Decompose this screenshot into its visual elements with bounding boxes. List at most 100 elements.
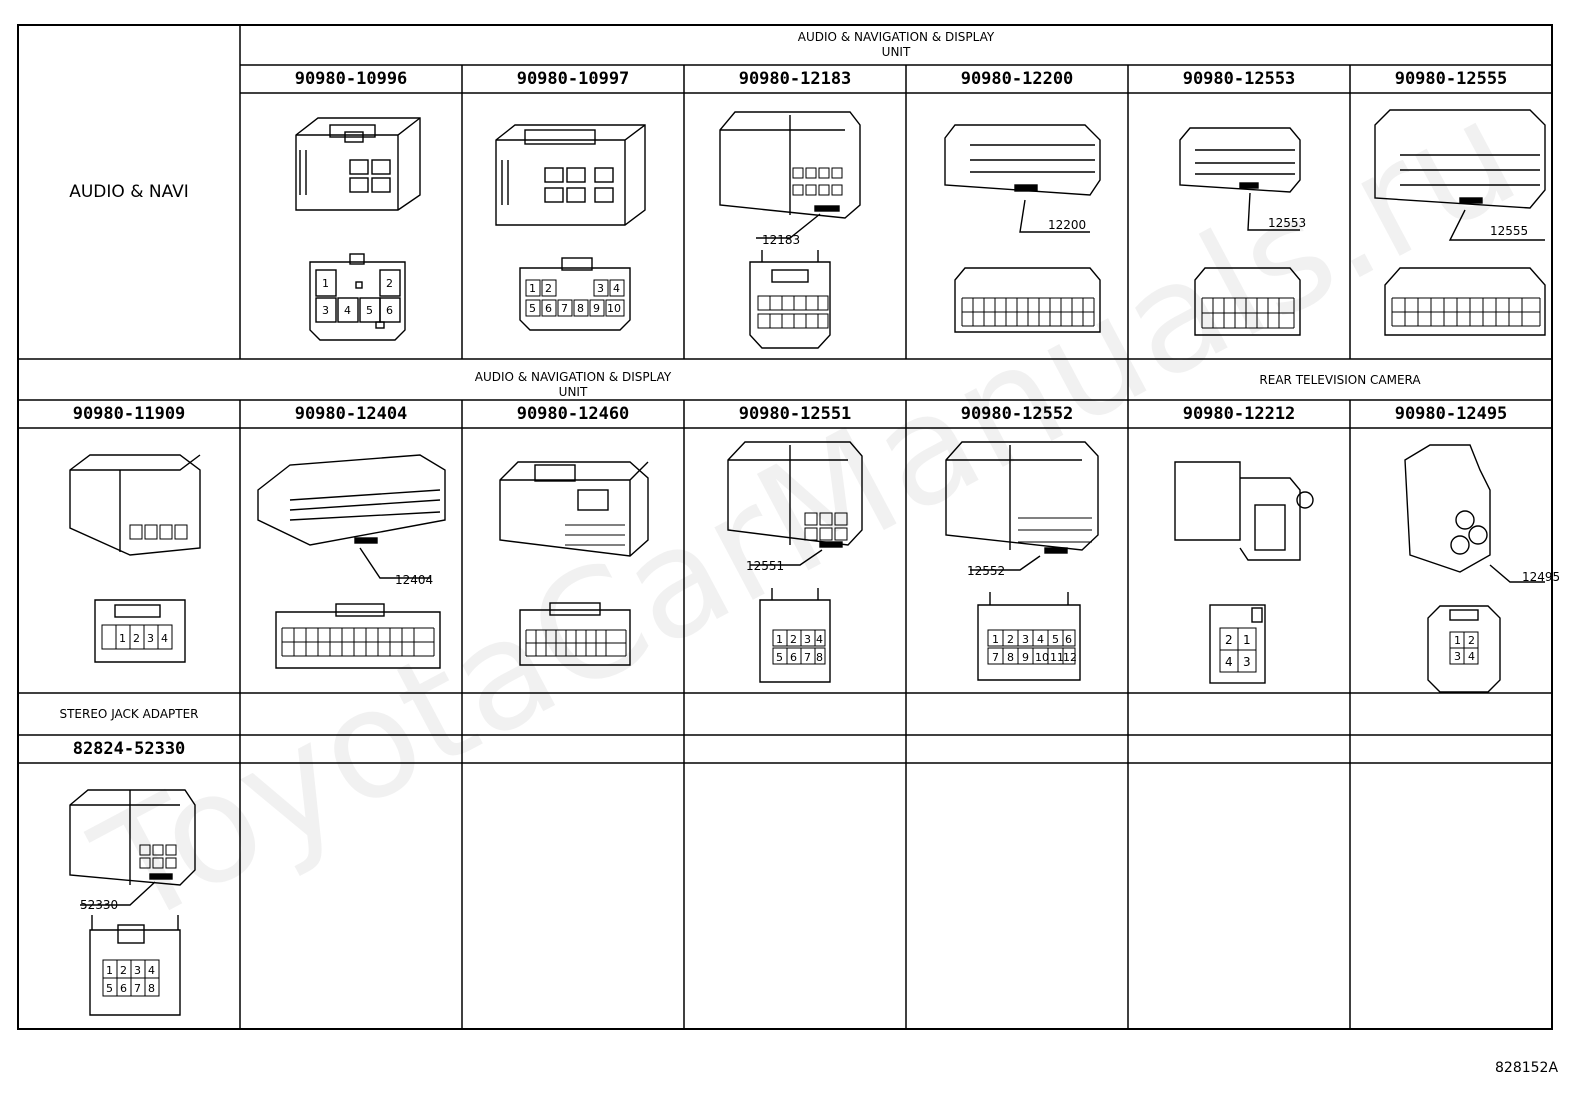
connector-face-drawing: [954, 267, 1101, 333]
callout-label: 12183: [762, 233, 801, 247]
svg-text:1: 1: [776, 633, 783, 646]
callout-label: 12551: [746, 559, 785, 573]
svg-text:4: 4: [1225, 655, 1233, 669]
svg-text:2: 2: [1007, 633, 1014, 646]
connector-iso-drawing: [944, 124, 1101, 233]
svg-text:2: 2: [120, 964, 127, 977]
svg-text:4: 4: [1037, 633, 1044, 646]
svg-text:4: 4: [344, 304, 351, 317]
svg-text:7: 7: [804, 651, 811, 664]
part-number: 90980-12460: [516, 404, 630, 424]
svg-text:8: 8: [1007, 651, 1014, 664]
svg-text:5: 5: [366, 304, 373, 317]
svg-text:2: 2: [133, 632, 140, 645]
svg-text:6: 6: [790, 651, 797, 664]
connector-face-drawing: [1194, 267, 1301, 336]
connector-iso-drawing: [69, 454, 201, 556]
connector-face-drawing: [94, 599, 186, 663]
callout-label: 12404: [395, 573, 434, 587]
connector-face-drawing: [1384, 267, 1546, 336]
connector-face-drawing: [275, 603, 441, 669]
part-number: 90980-12183: [738, 69, 852, 89]
svg-text:10: 10: [1035, 651, 1049, 664]
callout-label: 52330: [80, 898, 119, 912]
row2-group-header-camera: REAR TELEVISION CAMERA: [1259, 372, 1421, 387]
svg-text:5: 5: [106, 982, 113, 995]
svg-text:1: 1: [1243, 633, 1251, 647]
connector-face-drawing: [519, 257, 631, 331]
svg-text:6: 6: [120, 982, 127, 995]
callout-label: 12553: [1268, 216, 1307, 230]
svg-text:4: 4: [816, 633, 823, 646]
part-number: 90980-12553: [1182, 69, 1296, 89]
svg-text:3: 3: [597, 282, 604, 295]
svg-text:2: 2: [545, 282, 552, 295]
svg-text:11: 11: [1050, 651, 1064, 664]
side-label-text: AUDIO & NAVI: [69, 182, 189, 202]
svg-text:1: 1: [529, 282, 536, 295]
connector-face-drawing: [1427, 605, 1501, 693]
svg-text:6: 6: [1065, 633, 1072, 646]
connector-iso-drawing: [495, 124, 646, 226]
svg-text:8: 8: [577, 302, 584, 315]
svg-text:1: 1: [322, 277, 329, 290]
svg-text:4: 4: [148, 964, 155, 977]
svg-text:7: 7: [992, 651, 999, 664]
row3-group-header: STEREO JACK ADAPTER: [59, 707, 199, 721]
group-header-line1: AUDIO & NAVIGATION & DISPLAY: [474, 370, 672, 384]
svg-text:2: 2: [386, 277, 393, 290]
part-number: 90980-12551: [738, 404, 852, 424]
part-number: 90980-10996: [294, 69, 408, 89]
connector-iso-drawing: [295, 117, 421, 211]
svg-text:7: 7: [561, 302, 568, 315]
svg-text:2: 2: [1468, 634, 1475, 647]
svg-text:1: 1: [106, 964, 113, 977]
callout-label: 12552: [967, 564, 1006, 578]
connector-face-drawing: [89, 915, 181, 1016]
connector-face-drawing: [977, 592, 1081, 681]
row1-side-label: AUDIO & NAVI: [18, 25, 240, 359]
svg-text:2: 2: [790, 633, 797, 646]
part-number: 90980-11909: [72, 404, 186, 424]
part-number: 90980-12212: [1182, 404, 1296, 424]
svg-text:3: 3: [804, 633, 811, 646]
connector-face-drawing: [1209, 604, 1266, 684]
svg-text:8: 8: [148, 982, 155, 995]
connector-iso-drawing: [719, 111, 861, 239]
svg-text:4: 4: [613, 282, 620, 295]
svg-text:1: 1: [1454, 634, 1461, 647]
connector-face-drawing: [749, 250, 831, 349]
svg-text:8: 8: [816, 651, 823, 664]
svg-text:3: 3: [1022, 633, 1029, 646]
connector-iso-drawing: [945, 441, 1099, 571]
connector-face-drawing: [519, 602, 631, 666]
figure-id: 828152A: [1495, 1060, 1559, 1076]
svg-text:5: 5: [1052, 633, 1059, 646]
connector-iso-drawing: [1174, 461, 1314, 561]
svg-text:5: 5: [529, 302, 536, 315]
svg-text:3: 3: [322, 304, 329, 317]
group-header-line2: UNIT: [558, 385, 588, 399]
connector-iso-drawing: [1374, 109, 1546, 241]
connector-iso-drawing: [1179, 127, 1301, 231]
svg-text:6: 6: [545, 302, 552, 315]
connector-iso-drawing: [257, 454, 446, 579]
group-header-line1: AUDIO & NAVIGATION & DISPLAY: [797, 30, 995, 44]
svg-text:9: 9: [1022, 651, 1029, 664]
callout-label: 12555: [1490, 224, 1529, 238]
part-number: 90980-12200: [960, 69, 1074, 89]
svg-text:7: 7: [134, 982, 141, 995]
row1-group-header: AUDIO & NAVIGATION & DISPLAY UNIT: [240, 30, 1552, 60]
svg-text:4: 4: [161, 632, 168, 645]
part-number: 90980-12495: [1394, 404, 1508, 424]
callout-label: 12200: [1048, 218, 1087, 232]
svg-text:3: 3: [1454, 650, 1461, 663]
